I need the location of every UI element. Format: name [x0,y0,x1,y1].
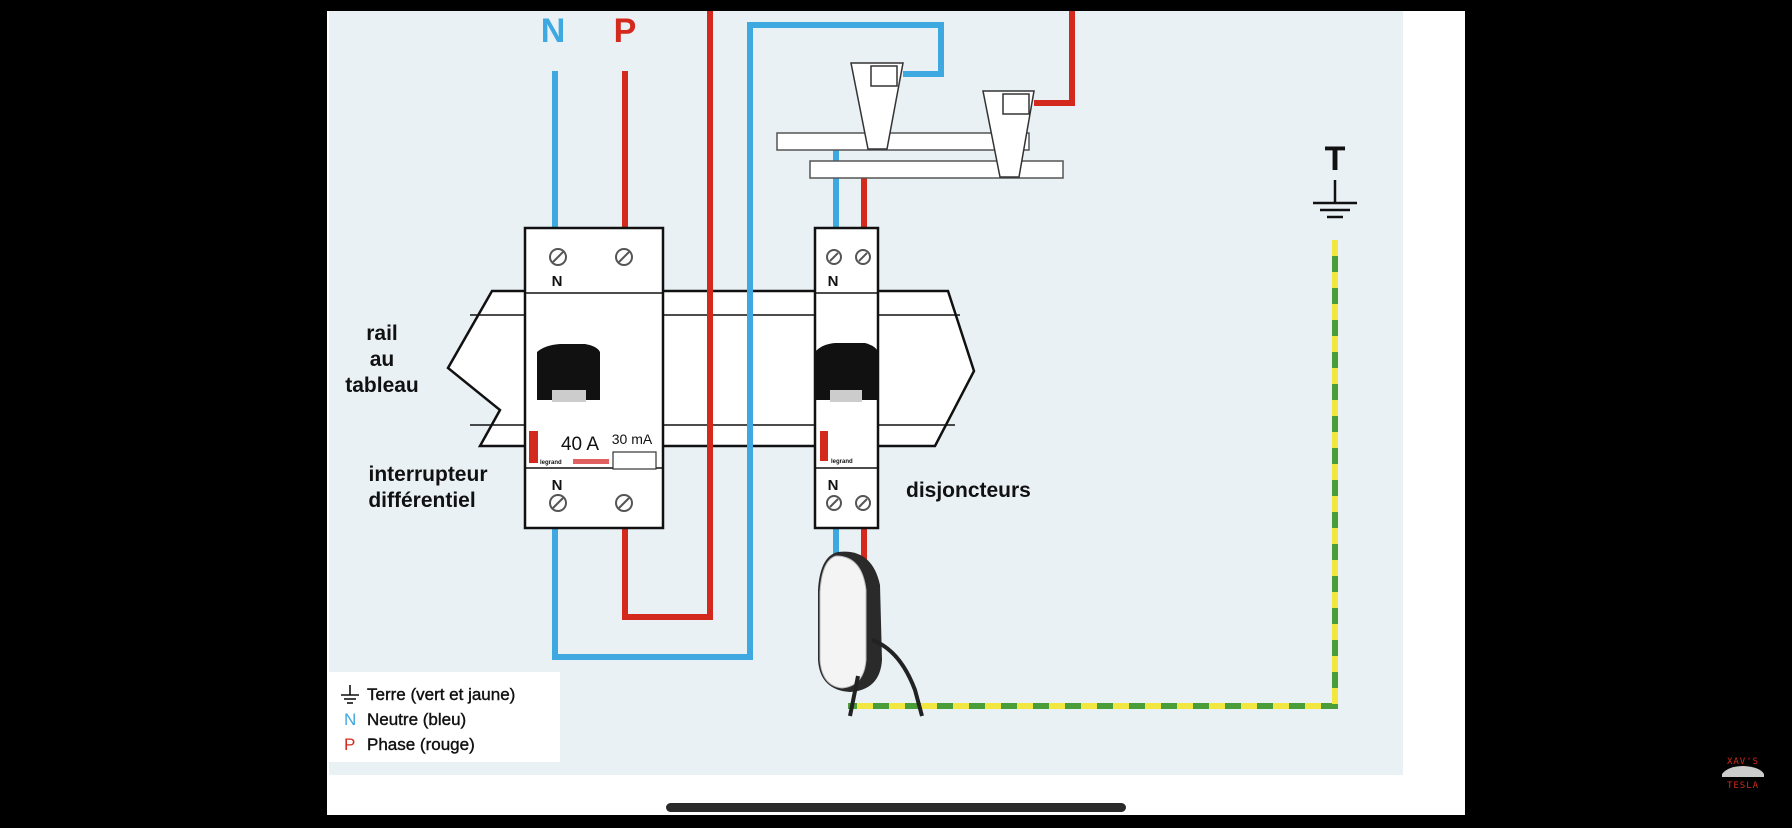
svg-text:interrupteur: interrupteur [368,463,487,486]
svg-text:rail: rail [366,322,398,345]
svg-text:tableau: tableau [345,374,419,397]
legend-item: Neutre (bleu) [367,710,466,729]
rating-label: 40 A [561,434,599,455]
terminal-label: N [552,273,563,290]
earth-icon [1313,180,1357,219]
terminal-label: N [552,477,563,494]
earth-icon [341,685,359,704]
svg-text:XAV'S: XAV'S [1727,757,1759,767]
phase-label: P [614,12,637,50]
legend-item: Terre (vert et jaune) [367,685,515,704]
circuit-breaker: N legrand N [813,226,880,530]
legend-key: P [344,735,355,754]
phase-wire-bus [1034,11,1075,106]
terminal-label: N [828,273,839,290]
brand-label: legrand [831,459,853,465]
legend-item: Phase (rouge) [367,735,475,754]
neutral-label: N [541,12,566,50]
svg-text:au: au [370,348,395,371]
differential-switch: N 40 A 30 mA legrand N [523,226,665,530]
svg-text:TESLA: TESLA [1727,781,1759,791]
wires [552,11,1075,660]
brand-label: legrand [540,460,562,466]
neutral-busbar [776,132,1030,151]
svg-text:différentiel: différentiel [368,489,475,512]
test-button [612,451,657,470]
breakers-label: disjoncteurs [906,479,1031,502]
rail-label: rail au tableau [345,322,419,397]
phase-busbar [809,160,1064,179]
home-indicator[interactable] [666,803,1126,812]
differential-switch-label: interrupteur différentiel [368,463,487,512]
earth-label: T [1325,140,1346,178]
legend-key: N [344,710,356,729]
earth-wire [848,240,1338,709]
watermark-logo: XAV'S TESLA [1722,757,1764,791]
sensitivity-label: 30 mA [612,431,653,447]
legend: Terre (vert et jaune) N Neutre (bleu) P … [328,672,560,762]
terminal-label: N [828,477,839,494]
phase-wire-out [622,11,713,620]
neutral-wire-out [552,22,944,660]
wallbox-charger [818,551,924,717]
